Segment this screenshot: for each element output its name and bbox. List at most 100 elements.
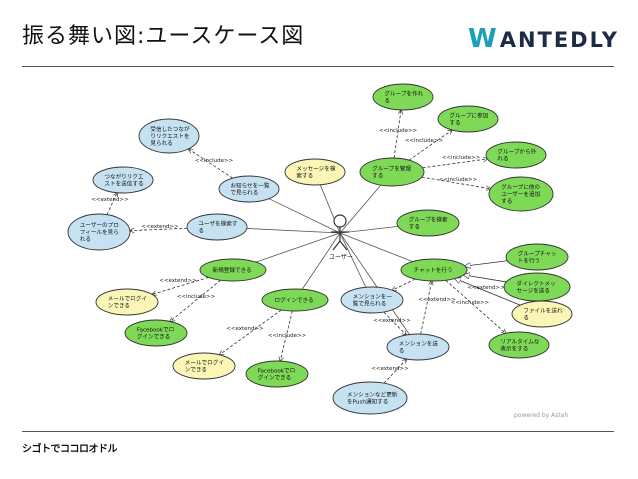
usecase-signup: 新規登録できる — [199, 258, 267, 282]
actor-label: ユーザー — [329, 254, 353, 261]
footer-tagline: シゴトでココロオドル — [22, 444, 118, 455]
usecase-ellipse — [511, 300, 573, 328]
include-edge-group-manage-to-group-join — [408, 130, 452, 161]
usecase-label: する — [449, 119, 460, 126]
usecase-label: ログインできる — [275, 296, 314, 304]
logo-initial: W — [468, 24, 499, 54]
diagram-nodes: グループを作れるグループに参加するグループから外れるグループを管理するグループに… — [67, 83, 573, 415]
extend-label: <<extend>> — [418, 297, 456, 303]
usecase-ellipse — [245, 360, 309, 388]
association-group-manage — [339, 184, 382, 234]
usecase-label: る — [384, 97, 390, 104]
usecase-label: グインできる — [137, 332, 170, 340]
include-edge-group-manage-to-group-add — [421, 176, 491, 189]
extend-label: <<extend>> — [371, 366, 409, 372]
usecase-ellipse — [261, 288, 329, 312]
usecase-label: 見られる — [150, 140, 172, 147]
usecase-ellipse — [437, 105, 499, 133]
usecase-label: ダイレクトメッ — [517, 280, 556, 288]
association-mention-list — [339, 232, 367, 288]
include-label: <<include>> — [439, 177, 478, 183]
extend-edge-login-to-login-mail — [220, 309, 282, 355]
usecase-ellipse — [488, 176, 554, 212]
usecase-label: リアルタイムな — [500, 338, 539, 346]
association-mention-send — [339, 232, 410, 335]
usecase-label: る — [523, 314, 529, 321]
usecase-label: グループから外 — [497, 148, 536, 156]
usecase-label: 新規登録できる — [213, 266, 252, 274]
actor-left-leg — [332, 240, 341, 251]
include-label: <<include>> — [177, 294, 216, 300]
usecase-label: ンできる — [108, 302, 130, 309]
usecase-label: ストを送信する — [104, 179, 143, 187]
usecase-label: りリクエストを — [150, 133, 189, 140]
usecase-ellipse — [400, 258, 468, 282]
usecase-ellipse — [218, 175, 280, 203]
include-edge-group-manage-to-group-leave — [422, 159, 488, 169]
extend-label: <<extend>> — [141, 224, 179, 230]
include-edge-group-manage-to-group-create — [393, 110, 401, 159]
usecase-chat: チャットを行う — [400, 258, 468, 282]
usecase-label: る — [399, 347, 405, 354]
usecase-label: セージを送る — [517, 286, 550, 294]
generalization-group-chat — [465, 260, 508, 266]
footer-rule — [22, 431, 614, 432]
usecase-label: 覧で見られる — [353, 299, 387, 307]
association-login — [301, 232, 341, 290]
usecase-label: Facebookでロ — [258, 368, 295, 375]
extend-edge-user-search-to-profile — [130, 227, 188, 230]
usecase-ellipse — [138, 118, 200, 154]
usecase-label: 表示をする — [500, 344, 528, 352]
extend-label: <<extend>> — [226, 326, 264, 332]
usecase-label: グループを作れ — [384, 90, 423, 98]
actor-head — [333, 214, 347, 228]
include-label: <<include>> — [405, 138, 444, 144]
usecase-ellipse — [485, 141, 547, 169]
extend-label: <<extend>> — [159, 278, 197, 284]
usecase-ellipse — [488, 331, 550, 359]
usecase-label: ユーザーを追加 — [501, 190, 540, 198]
include-edge-signup-to-signup-fb — [170, 279, 221, 321]
usecase-label: グループチャッ — [518, 250, 557, 258]
usecase-ellipse — [396, 209, 460, 237]
extend-edge-chat-to-mention-list — [392, 278, 416, 290]
usecase-label: メッセージを検 — [296, 165, 335, 173]
actor-user: ユーザー — [329, 214, 353, 261]
usecase-ellipse — [92, 166, 154, 194]
actor-right-leg — [339, 240, 348, 251]
extend-edge-mention-send-to-chat — [420, 281, 432, 335]
usecase-label: ンできる — [185, 366, 207, 373]
association-group-search — [339, 226, 399, 234]
usecase-label: グインできる — [258, 373, 291, 381]
extend-edge-mention-list-to-mention-send — [383, 311, 406, 335]
usecase-label: チャットを行う — [414, 266, 453, 274]
usecase-label: れる — [497, 155, 508, 162]
usecase-label: お知らせを一覧 — [230, 182, 269, 190]
usecase-label: グループを検索 — [409, 216, 448, 224]
usecase-label: れる — [80, 236, 91, 243]
usecase-label: つながりリクエ — [104, 173, 144, 181]
usecase-label: する — [372, 172, 383, 179]
generalization-direct-msg — [464, 275, 507, 283]
usecase-label: ファイルを送れ — [523, 307, 563, 315]
usecase-ellipse — [199, 258, 267, 282]
header-rule — [22, 66, 614, 67]
usecase-login: ログインできる — [261, 288, 329, 312]
association-chat — [339, 232, 413, 262]
